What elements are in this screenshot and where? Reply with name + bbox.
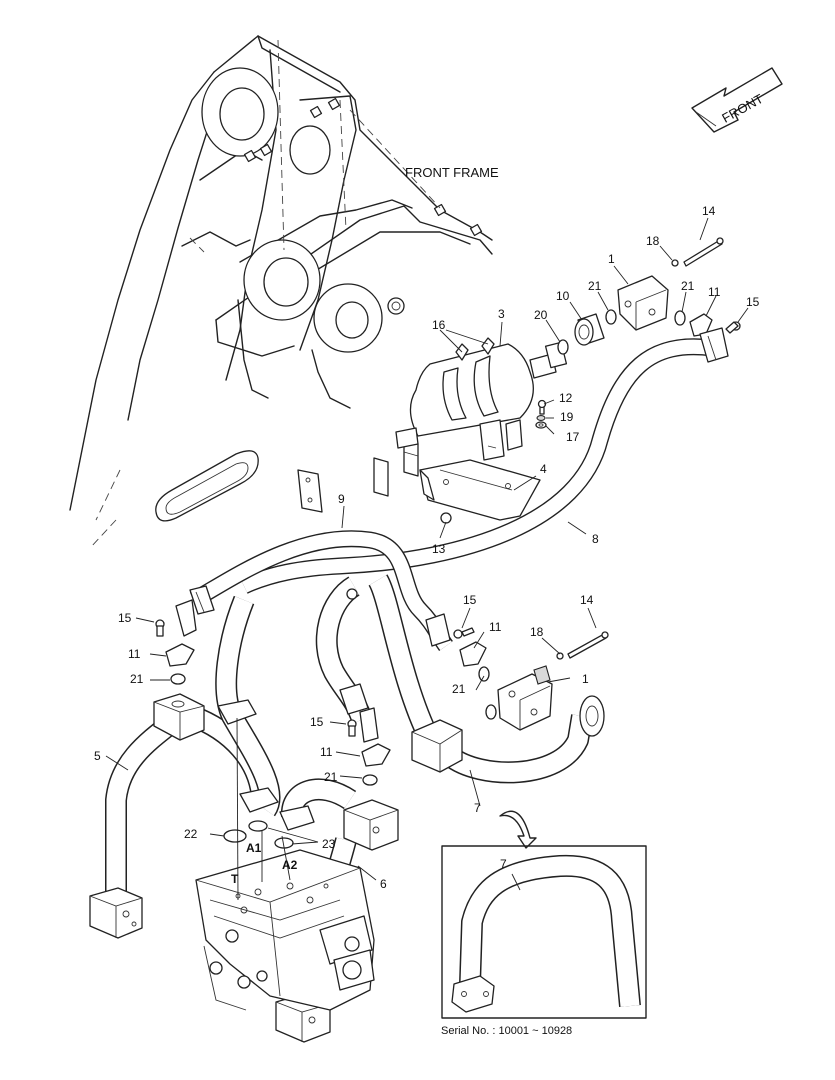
callout-14-lower: 14 xyxy=(580,593,594,607)
serial-number-inset: 7 xyxy=(441,810,647,1019)
callout-1-lower: 1 xyxy=(582,672,589,686)
port-a2-label: A2 xyxy=(282,858,298,872)
callout-18-lower: 18 xyxy=(530,625,544,639)
front-arrow-label: FRONT xyxy=(719,91,765,126)
callout-23: 23 xyxy=(322,837,336,851)
callout-1-upper: 1 xyxy=(608,252,615,266)
callout-21-middle: 21 xyxy=(452,682,466,696)
upper-fittings xyxy=(557,237,741,355)
callout-18-upper: 18 xyxy=(646,234,660,248)
callout-15-left: 15 xyxy=(118,611,132,625)
front-frame xyxy=(69,35,493,549)
callout-15-lower: 15 xyxy=(310,715,324,729)
callout-14-upper: 14 xyxy=(702,204,716,218)
port-t-label: T xyxy=(231,872,239,886)
callout-9: 9 xyxy=(338,492,345,506)
callout-16: 16 xyxy=(432,318,446,332)
callout-5: 5 xyxy=(94,749,101,763)
mounting-bracket xyxy=(419,399,547,524)
hose-8 xyxy=(240,327,729,594)
callout-11-upper: 11 xyxy=(708,285,721,299)
callout-8: 8 xyxy=(592,532,599,546)
callout-6: 6 xyxy=(380,877,387,891)
port-labels: A1 A2 T xyxy=(231,841,298,886)
leader-lines xyxy=(105,217,749,881)
callout-7-inset: 7 xyxy=(500,857,507,871)
callout-21-upper-right: 21 xyxy=(681,279,695,293)
lower-left-fittings xyxy=(155,619,391,849)
hose-9 xyxy=(175,530,453,651)
callout-21-lower: 21 xyxy=(324,770,338,784)
callout-11-left: 11 xyxy=(128,647,141,661)
callout-11-middle: 11 xyxy=(489,620,502,634)
lower-right-fittings xyxy=(453,627,609,731)
connection-lines xyxy=(236,717,291,901)
callout-4: 4 xyxy=(540,462,547,476)
callout-22: 22 xyxy=(184,827,198,841)
callout-20: 20 xyxy=(534,308,548,322)
serial-number-label: Serial No. : 10001 ~ 10928 xyxy=(441,1025,572,1037)
callout-11-lower: 11 xyxy=(320,745,333,759)
main-control-valve xyxy=(195,849,375,1011)
callout-12: 12 xyxy=(559,391,573,405)
callout-3: 3 xyxy=(498,307,505,321)
accumulator xyxy=(395,337,568,461)
callout-17: 17 xyxy=(566,430,580,444)
callout-13: 13 xyxy=(432,542,446,556)
callout-21-upper-left: 21 xyxy=(588,279,602,293)
callout-21-left: 21 xyxy=(130,672,144,686)
front-frame-label: FRONT FRAME xyxy=(405,165,499,180)
callout-15-middle: 15 xyxy=(463,593,477,607)
callout-numbers: 14 18 1 21 10 20 3 16 21 11 15 12 19 17 … xyxy=(94,204,760,891)
port-a1-label: A1 xyxy=(246,841,262,855)
tube-7 xyxy=(368,574,605,784)
callout-15-upper: 15 xyxy=(746,295,760,309)
callout-10: 10 xyxy=(556,289,570,303)
callout-19: 19 xyxy=(560,410,574,424)
callout-7: 7 xyxy=(474,801,481,815)
front-direction-arrow: FRONT xyxy=(691,67,783,133)
